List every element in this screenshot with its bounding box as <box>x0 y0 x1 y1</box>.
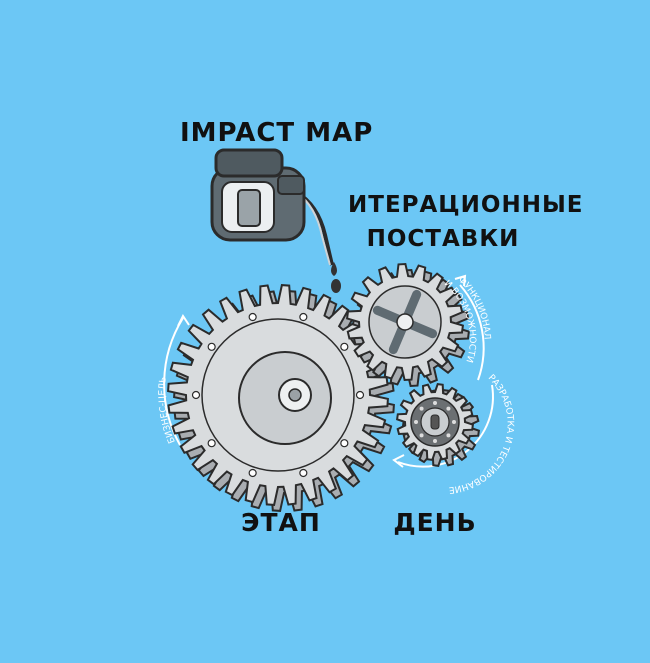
arrow-features <box>454 274 485 381</box>
iteration-gear-icon <box>345 262 471 388</box>
oil-can-icon <box>210 148 334 266</box>
iterative-title-line2: ПОСТАВКИ <box>366 226 520 252</box>
arrow-dev <box>392 384 494 468</box>
oil-drop-icon <box>331 262 341 293</box>
iterative-title-line1: ИТЕРАЦИОННЫЕ <box>348 192 584 218</box>
stage-label: ЭТАП <box>241 508 321 537</box>
day-gear-icon <box>395 382 481 468</box>
day-label: ДЕНЬ <box>393 508 477 537</box>
stage-gear-icon <box>167 284 395 512</box>
impact-map-title: IMPACT MAP <box>180 118 374 148</box>
iterative-deliveries-title: ИТЕРАЦИОННЫЕ ПОСТАВКИ <box>348 188 584 256</box>
